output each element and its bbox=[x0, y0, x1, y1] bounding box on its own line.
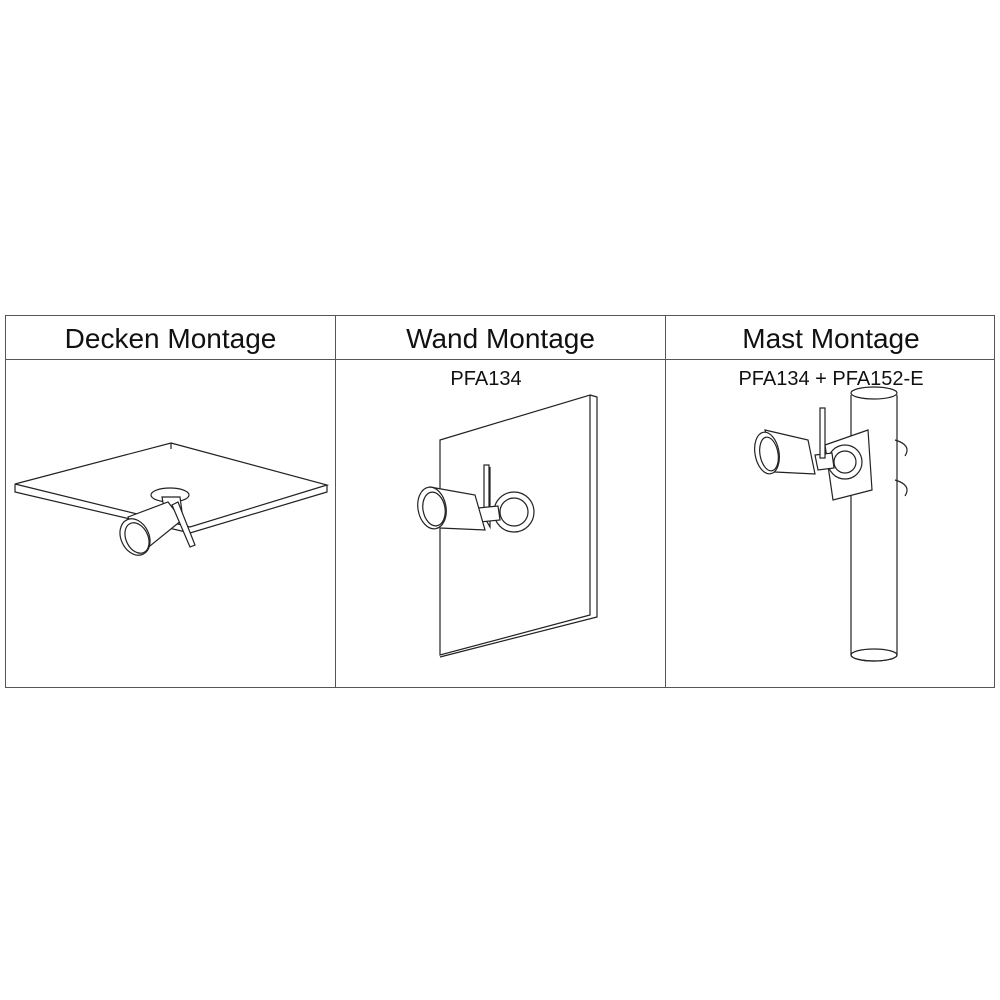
wall-mount-title: Wand Montage bbox=[406, 323, 595, 354]
pole-accessory-label: PFA134 + PFA152-E bbox=[738, 368, 924, 390]
column-divider bbox=[665, 316, 666, 687]
pole-mount-illustration bbox=[754, 386, 908, 662]
wall-mount-illustration bbox=[417, 394, 598, 658]
column-divider bbox=[335, 316, 336, 687]
ceiling-mount-title: Decken Montage bbox=[64, 323, 277, 354]
mounting-table: Decken Montage Wand Montage Mast Montage… bbox=[5, 315, 995, 688]
wall-accessory-label: PFA134 bbox=[450, 368, 522, 390]
ceiling-mount-illustration bbox=[14, 442, 330, 556]
pole-mount-title: Mast Montage bbox=[742, 323, 920, 354]
header-divider bbox=[6, 359, 994, 360]
